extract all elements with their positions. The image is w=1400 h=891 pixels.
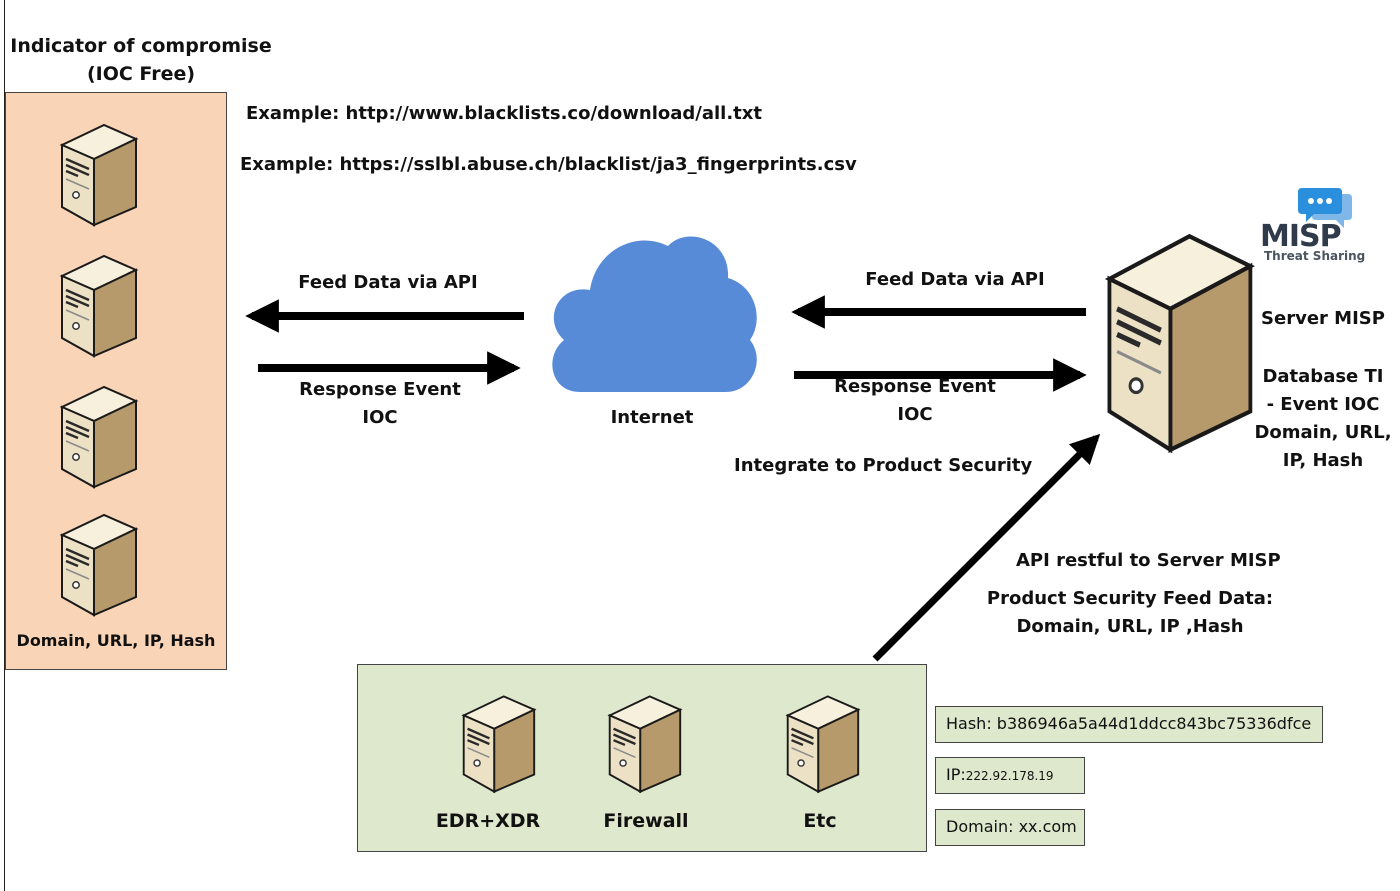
ioc-caption: Domain, URL, IP, Hash xyxy=(16,631,216,650)
server-misp-desc-line-1: Database TI xyxy=(1262,366,1384,387)
server-icon xyxy=(458,693,538,795)
server-icon xyxy=(782,693,862,795)
ip-evidence-box: IP:222.92.178.19 xyxy=(935,757,1085,794)
server-icon xyxy=(56,513,140,617)
misp-server-icon xyxy=(1098,232,1258,454)
hash-evidence-box: Hash: b386946a5a44d1ddcc843bc75336dfce xyxy=(935,706,1323,743)
server-misp-description: Database TI - Event IOC Domain, URL, IP,… xyxy=(1252,363,1394,475)
left-border-line xyxy=(4,0,5,891)
server-misp-title: Server MISP xyxy=(1261,308,1385,329)
ip-value: 222.92.178.19 xyxy=(965,769,1054,783)
product-feed-line-2: Domain, URL, IP ,Hash xyxy=(1016,616,1244,637)
internet-label: Internet xyxy=(610,407,694,428)
product-label-edr: EDR+XDR xyxy=(435,810,541,832)
server-icon xyxy=(56,254,140,358)
product-feed-label: Product Security Feed Data: Domain, URL,… xyxy=(980,585,1280,641)
server-misp-desc-line-4: IP, Hash xyxy=(1282,450,1364,471)
ioc-title: Indicator of compromise (IOC Free) xyxy=(10,32,272,88)
right-response-label: Response Event IOC xyxy=(810,373,1020,429)
ioc-title-line-2: (IOC Free) xyxy=(86,63,196,85)
example-url-2: Example: https://sslbl.abuse.ch/blacklis… xyxy=(240,154,857,175)
left-response-label: Response Event IOC xyxy=(270,376,490,432)
misp-wordmark: MISP xyxy=(1260,219,1342,254)
ioc-sources-panel: Domain, URL, IP, Hash xyxy=(5,92,227,670)
left-response-line-1: Response Event xyxy=(299,379,461,400)
product-label-firewall: Firewall xyxy=(603,810,689,832)
chat-bubble-icon xyxy=(1298,188,1352,228)
ip-prefix: IP: xyxy=(946,765,966,784)
right-response-line-2: IOC xyxy=(897,404,933,425)
integrate-label: Integrate to Product Security xyxy=(734,455,1033,476)
left-feed-label: Feed Data via API xyxy=(298,272,478,293)
api-label: API restful to Server MISP xyxy=(1016,550,1281,571)
right-response-line-1: Response Event xyxy=(834,376,996,397)
product-label-etc: Etc xyxy=(803,810,837,832)
domain-evidence-box: Domain: xx.com xyxy=(935,809,1085,846)
server-misp-desc-line-2: - Event IOC xyxy=(1266,394,1380,415)
misp-logo: MISP Threat Sharing xyxy=(1258,186,1378,266)
ioc-title-line-1: Indicator of compromise xyxy=(10,35,272,57)
cloud-icon xyxy=(552,236,757,392)
server-icon xyxy=(604,693,684,795)
server-misp-desc-line-3: Domain, URL, xyxy=(1254,422,1392,443)
left-response-line-2: IOC xyxy=(362,407,398,428)
misp-tagline: Threat Sharing xyxy=(1264,249,1366,263)
server-icon xyxy=(56,385,140,489)
security-products-panel: EDR+XDR Firewall Etc xyxy=(357,664,927,852)
server-icon xyxy=(56,123,140,227)
product-feed-line-1: Product Security Feed Data: xyxy=(986,588,1274,609)
right-feed-label: Feed Data via API xyxy=(865,269,1045,290)
example-url-1: Example: http://www.blacklists.co/downlo… xyxy=(246,103,763,124)
